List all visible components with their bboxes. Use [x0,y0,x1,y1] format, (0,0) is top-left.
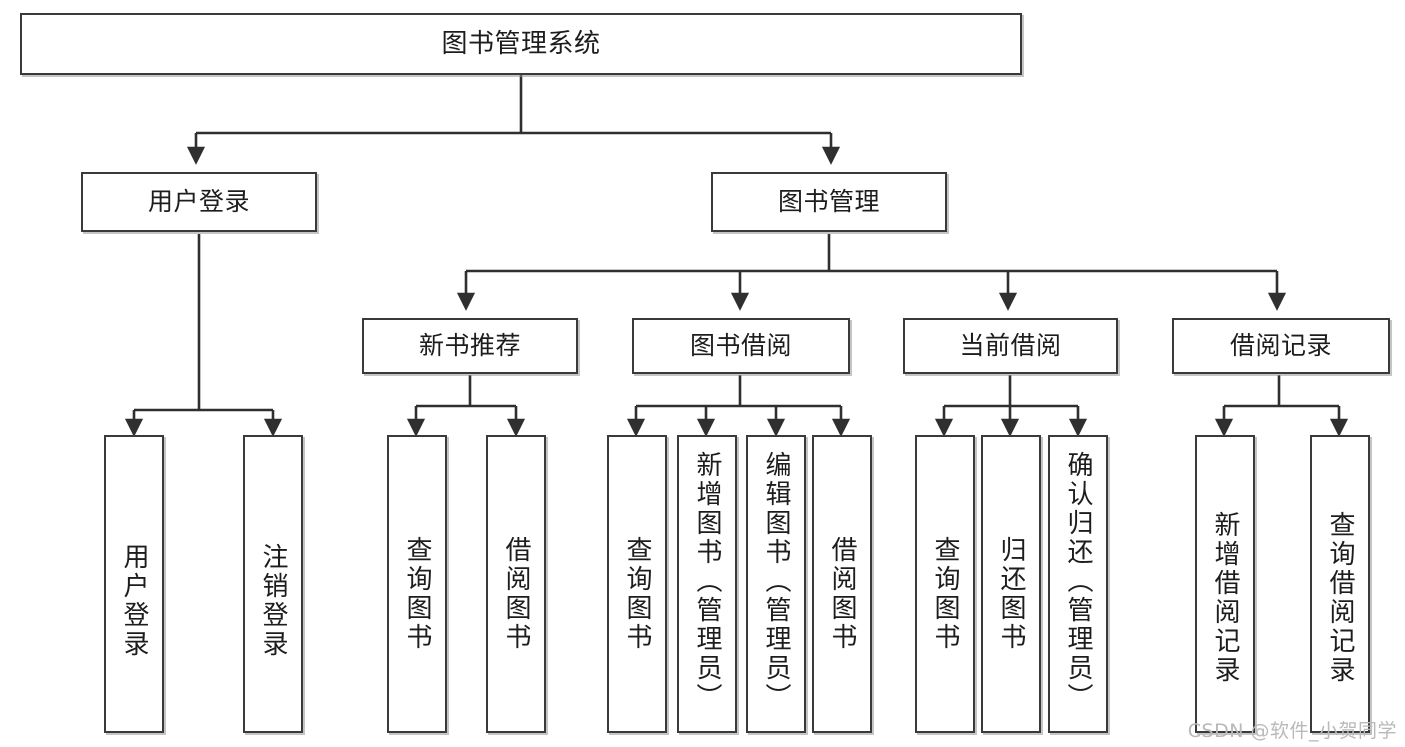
leaf-query-book-current[interactable]: 查询图书 [915,435,975,733]
node-label: 图书管理系统 [441,28,601,59]
leaf-return-book[interactable]: 归还图书 [981,435,1041,733]
csdn-watermark: CSDN @软件_小贺同学 [1187,720,1397,742]
node-label: 查询图书 [402,536,432,652]
leaf-query-book-new[interactable]: 查询图书 [387,435,447,733]
node-label: 当前借阅 [959,331,1062,361]
node-label: 确认归还（管理员） [1063,451,1093,712]
leaf-borrow-book-new[interactable]: 借阅图书 [486,435,546,733]
leaf-borrow-book[interactable]: 借阅图书 [812,435,872,733]
node-current-borrow[interactable]: 当前借阅 [903,318,1118,374]
leaf-add-book-admin[interactable]: 新增图书（管理员） [677,435,737,733]
node-label: 借阅图书 [501,536,531,652]
node-label: 用户登录 [147,187,250,217]
leaf-add-borrow-record[interactable]: 新增借阅记录 [1195,435,1255,733]
node-label: 查询图书 [622,536,652,652]
node-label: 图书管理 [777,187,880,217]
node-label: 注销登录 [258,543,288,659]
node-label: 编辑图书（管理员） [761,451,791,712]
leaf-query-borrow-record[interactable]: 查询借阅记录 [1310,435,1370,733]
node-label: 查询图书 [930,536,960,652]
node-book-management[interactable]: 图书管理 [711,172,947,232]
node-user-login[interactable]: 用户登录 [81,172,317,232]
node-label: 新增图书（管理员） [692,451,722,712]
leaf-edit-book-admin[interactable]: 编辑图书（管理员） [746,435,806,733]
node-label: 用户登录 [119,543,149,659]
node-book-borrow[interactable]: 图书借阅 [632,318,850,374]
node-borrow-records[interactable]: 借阅记录 [1172,318,1390,374]
node-label: 查询借阅记录 [1325,511,1355,685]
node-label: 新增借阅记录 [1210,511,1240,685]
leaf-logout-login[interactable]: 注销登录 [243,435,303,733]
node-label: 图书借阅 [689,331,792,361]
leaf-user-login[interactable]: 用户登录 [104,435,164,733]
node-new-book-recommend[interactable]: 新书推荐 [362,318,578,374]
node-root-book-management-system[interactable]: 图书管理系统 [20,13,1022,75]
leaf-confirm-return-admin[interactable]: 确认归还（管理员） [1048,435,1108,733]
leaf-query-book-borrow[interactable]: 查询图书 [607,435,667,733]
node-label: 借阅记录 [1229,331,1332,361]
node-label: 归还图书 [996,536,1026,652]
node-label: 新书推荐 [418,331,521,361]
node-label: 借阅图书 [827,536,857,652]
